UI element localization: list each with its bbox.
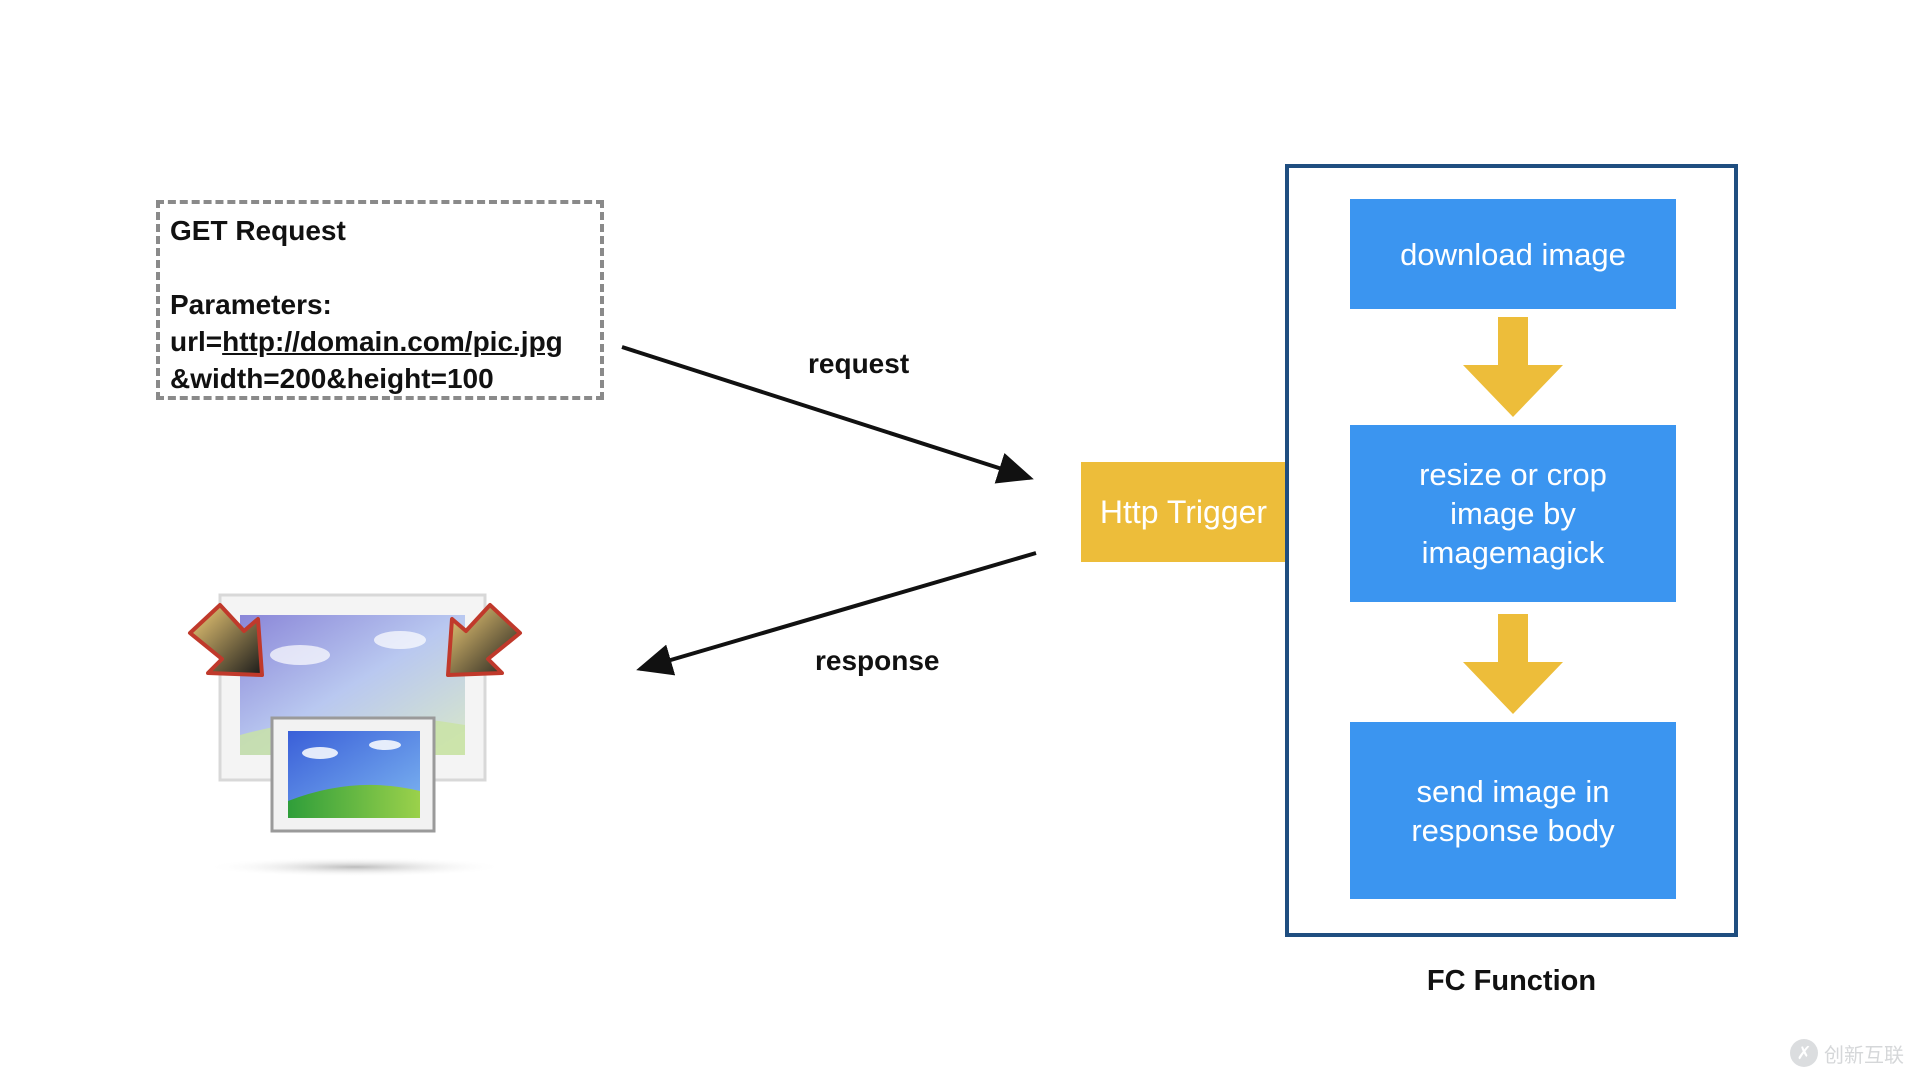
fc-function-container: download image resize or crop image by i…	[1285, 164, 1738, 937]
down-arrow-icon	[1463, 614, 1563, 714]
fc-function-label: FC Function	[1285, 965, 1738, 998]
watermark-logo-icon: ✗	[1790, 1039, 1818, 1067]
down-arrow-icon	[1463, 317, 1563, 417]
step-label-line: download image	[1400, 235, 1626, 274]
step-label-line: image by	[1419, 494, 1607, 533]
step-resize-crop: resize or crop image by imagemagick	[1350, 425, 1676, 602]
http-trigger-label: Http Trigger	[1100, 494, 1267, 531]
image-resize-icon	[180, 585, 530, 885]
step-download-image: download image	[1350, 199, 1676, 309]
step-label-line: send image in	[1411, 772, 1614, 811]
http-trigger: Http Trigger	[1081, 462, 1286, 562]
step-label-line: response body	[1411, 811, 1614, 850]
step-send-image: send image in response body	[1350, 722, 1676, 899]
brand-watermark-icon: ✗ 创新互联	[1790, 1036, 1910, 1070]
step-label-line: imagemagick	[1419, 533, 1607, 572]
watermark-text: 创新互联	[1824, 1039, 1904, 1068]
step-label-line: resize or crop	[1419, 455, 1607, 494]
response-label: response	[815, 645, 940, 677]
request-label: request	[808, 348, 909, 380]
